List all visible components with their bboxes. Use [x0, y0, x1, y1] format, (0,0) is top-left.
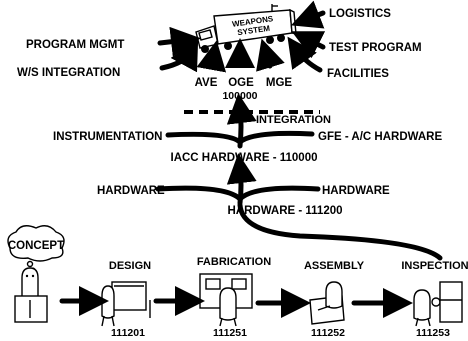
fabrication-worker-figure-icon: [200, 274, 252, 326]
gfe-branch: [240, 133, 312, 142]
oge-label: OGE: [228, 77, 254, 89]
facilities-label: FACILITIES: [327, 68, 389, 80]
instrumentation-label: INSTRUMENTATION: [53, 131, 162, 143]
inspection-label: INSPECTION: [401, 260, 468, 272]
ws-integration-arrow: [162, 52, 191, 68]
logistics-arrow: [305, 13, 323, 20]
system-code-label: 100000: [222, 90, 257, 102]
ws-integration-label: W/S INTEGRATION: [17, 67, 120, 79]
hardware-left-label: HARDWARE: [97, 185, 165, 197]
test-program-arrow: [305, 38, 323, 47]
concept-label: CONCEPT: [8, 240, 64, 252]
inspection-worker-figure-icon: [414, 282, 462, 326]
facilities-arrow: [296, 49, 320, 70]
inspection-code-label: 111253: [416, 327, 450, 339]
fabrication-label: FABRICATION: [197, 256, 271, 268]
mge-arrow: [266, 53, 270, 66]
mge-label: MGE: [266, 77, 293, 89]
design-worker-figure-icon: [102, 282, 150, 326]
program-mgmt-arrow: [160, 40, 186, 43]
test-program-label: TEST PROGRAM: [329, 42, 422, 54]
hardware-right-label: HARDWARE: [322, 185, 390, 197]
instrumentation-branch: [168, 134, 240, 142]
ave-arrow: [212, 55, 214, 66]
assembly-label: ASSEMBLY: [304, 260, 365, 272]
iacc-hardware-label: IACC HARDWARE - 110000: [171, 152, 318, 164]
gfe-ac-hardware-label: GFE - A/C HARDWARE: [318, 131, 442, 143]
integration-label: INTEGRATION: [256, 114, 331, 126]
assembly-code-label: 111252: [311, 327, 345, 339]
design-code-label: 111201: [111, 327, 145, 339]
ave-label: AVE: [195, 77, 218, 89]
design-label: DESIGN: [109, 260, 151, 272]
hardware-left-branch: [158, 188, 240, 199]
program-mgmt-label: PROGRAM MGMT: [26, 39, 124, 51]
fabrication-code-label: 111251: [213, 327, 247, 339]
concept-thinker-figure-icon: [15, 268, 47, 322]
logistics-label: LOGISTICS: [329, 8, 391, 20]
assembly-worker-figure-icon: [310, 282, 344, 324]
hardware-right-branch: [240, 188, 318, 199]
